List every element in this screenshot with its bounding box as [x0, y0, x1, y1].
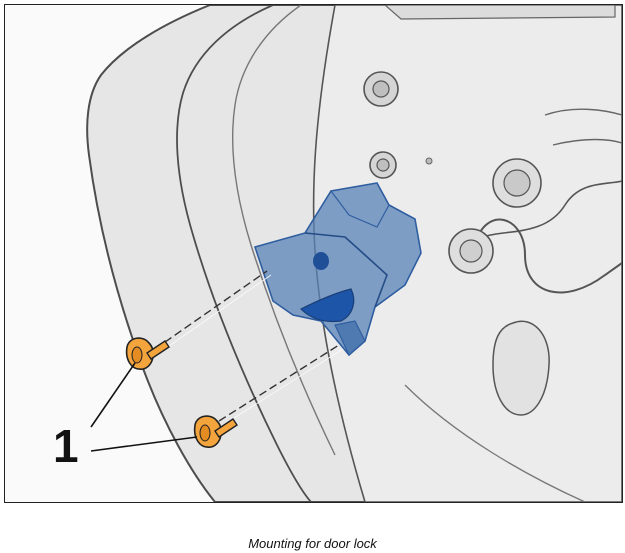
figure-caption: Mounting for door lock — [248, 536, 377, 551]
panel-flange — [384, 5, 616, 20]
panel-cutout-right — [492, 158, 542, 208]
torx-screw-icon — [125, 337, 170, 370]
panel-recess — [492, 320, 550, 416]
callout-leader-upper — [90, 362, 136, 428]
alignment-line-lower-highlight — [222, 348, 344, 426]
door-handle-cable — [474, 218, 622, 294]
door-lock-icon — [253, 182, 422, 357]
alignment-line-upper — [154, 270, 268, 350]
torx-screw-icon-lower — [193, 415, 238, 448]
callout-leader-lower — [90, 436, 198, 452]
callout-number-1: 1 — [53, 420, 79, 472]
door-panel-drawing — [5, 5, 622, 502]
technical-illustration: 1 — [4, 4, 623, 503]
panel-contour-right — [544, 108, 622, 146]
door-shell-inner-edge — [176, 5, 312, 502]
panel-hole-middle — [369, 151, 397, 179]
door-handle-cable-2 — [482, 180, 622, 238]
panel-lower-contour — [404, 384, 586, 502]
panel-hole-upper — [363, 71, 399, 107]
panel-dimple — [425, 157, 433, 165]
alignment-line-upper-highlight — [158, 274, 272, 354]
panel-hole-lower — [448, 228, 494, 274]
door-shell-rib — [232, 5, 336, 456]
